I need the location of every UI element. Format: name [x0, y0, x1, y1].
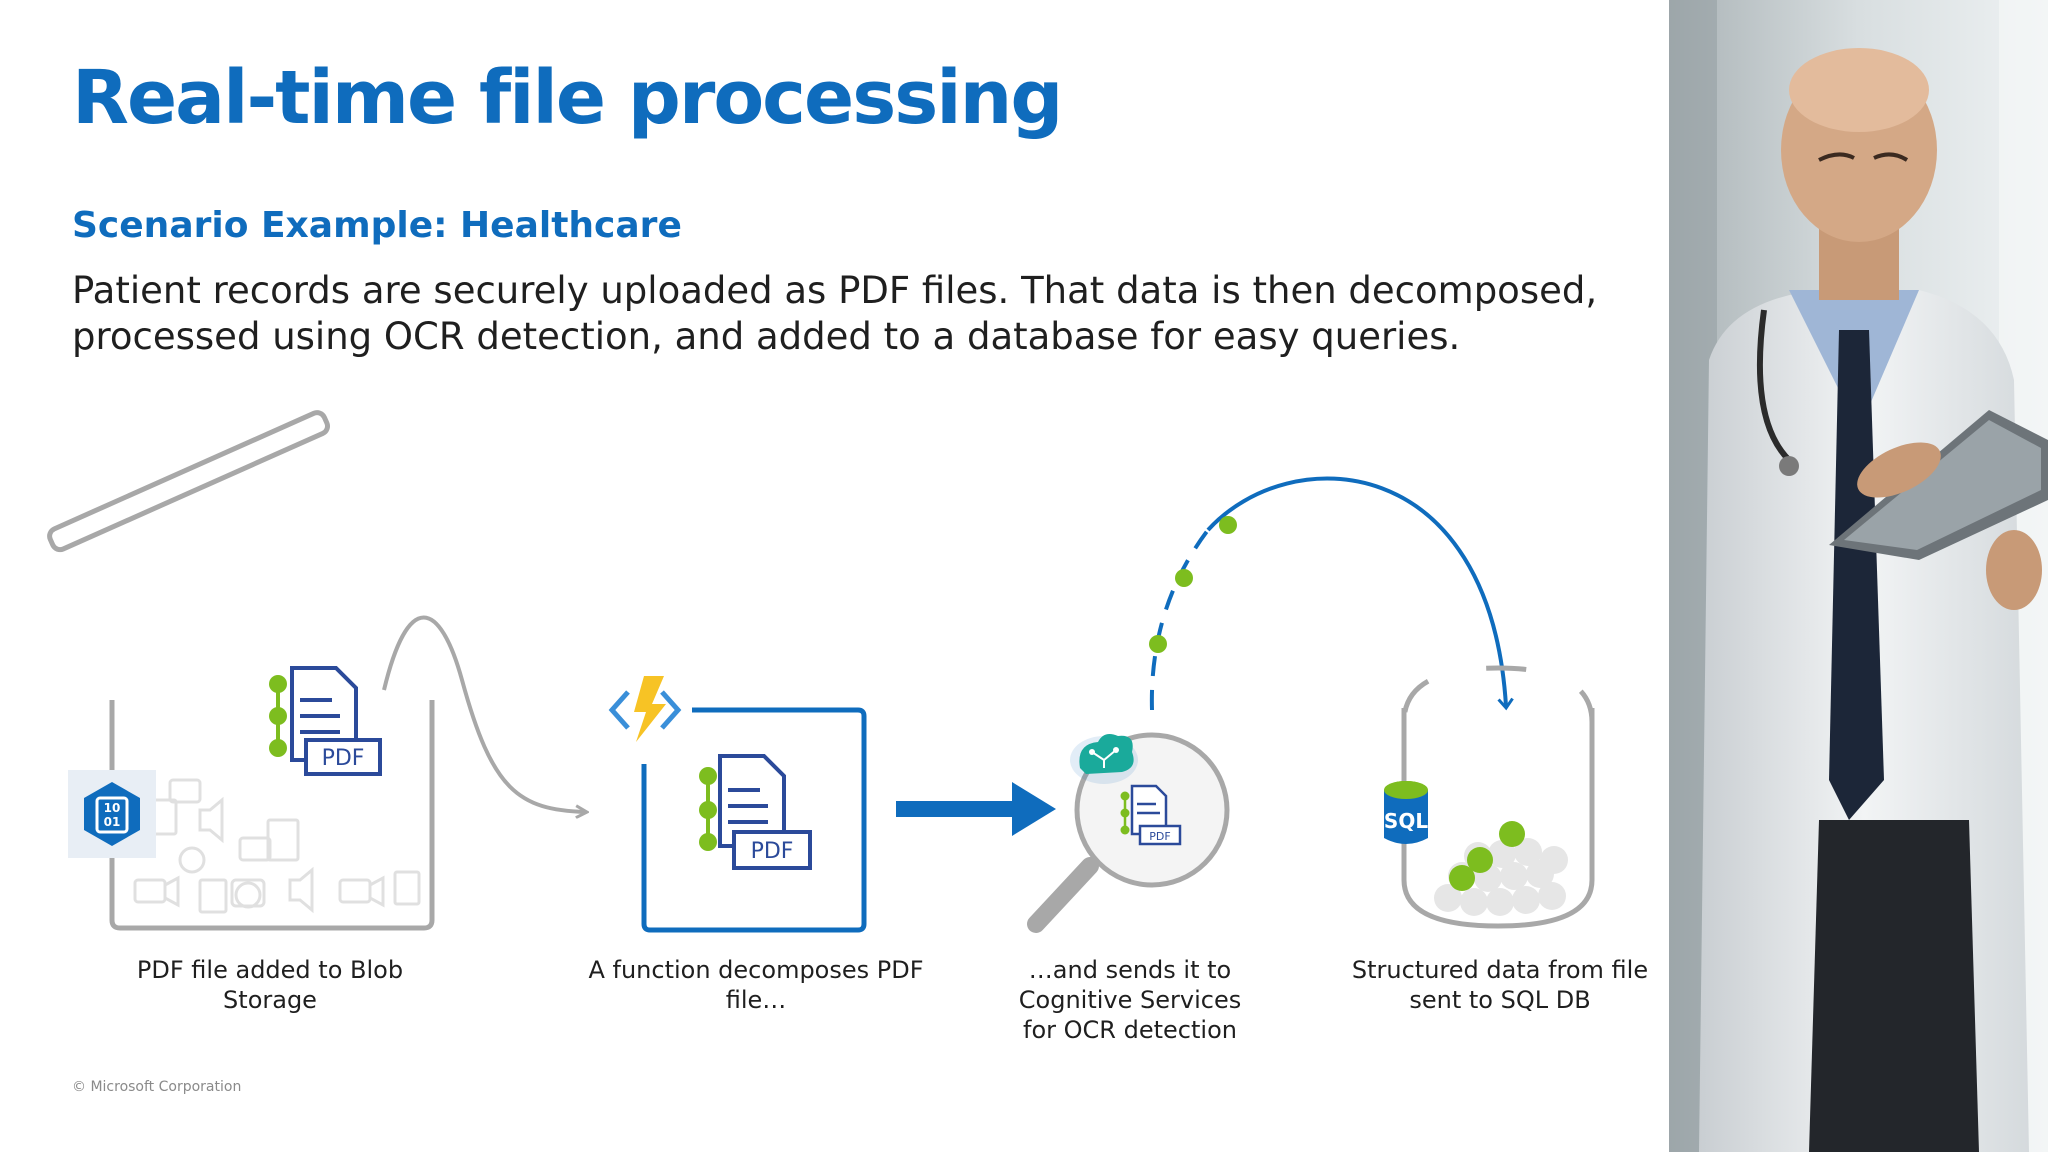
copyright-footer: © Microsoft Corporation [72, 1079, 242, 1095]
bin-lid [47, 410, 331, 553]
blob-storage-bin: PDF 10 01 [47, 410, 435, 931]
scenario-subtitle: Scenario Example: Healthcare [72, 205, 682, 246]
sql-label: SQL [1384, 809, 1428, 833]
slide-title: Real-time file processing [72, 55, 1063, 141]
data-dot [1175, 569, 1193, 587]
media-icons [133, 778, 421, 914]
data-flow-arc-dashed [1149, 528, 1210, 711]
data-dot [1149, 635, 1167, 653]
data-flow-arc [1206, 476, 1514, 711]
transfer-arrow [382, 615, 586, 813]
send-arrow [896, 782, 1056, 836]
data-dot [1219, 516, 1237, 534]
step-caption-sql: Structured data from file sent to SQL DB [1351, 956, 1649, 1014]
cognitive-services-magnifier: PDF [1027, 732, 1230, 933]
function-box: PDF [608, 676, 867, 933]
sql-database-icon: SQL [1384, 781, 1428, 844]
blob-storage-icon: 10 01 [68, 770, 156, 858]
scenario-description: Patient records are securely uploaded as… [72, 269, 1598, 358]
svg-text:10: 10 [104, 801, 121, 815]
cognitive-services-icon [1070, 734, 1138, 784]
pdf-document-icon: PDF [1120, 784, 1182, 846]
pdf-label: PDF [751, 839, 794, 864]
pdf-document-icon: PDF [269, 666, 382, 776]
sql-database-cylinder: SQL [1384, 665, 1595, 929]
step-caption-cognitive: …and sends it to Cognitive Services for … [1018, 956, 1242, 1044]
process-diagram: PDF 10 01 PDF [47, 410, 1595, 933]
step-caption-function: A function decomposes PDF file… [588, 956, 924, 1014]
bin-body [109, 700, 435, 931]
data-balls [1434, 821, 1568, 916]
pdf-label: PDF [322, 746, 365, 771]
step-caption-blob: PDF file added to Blob Storage [136, 956, 404, 1014]
azure-function-icon [608, 676, 682, 742]
doctor-photo [1669, 0, 2048, 1152]
pdf-document-icon: PDF [699, 754, 812, 870]
pdf-label: PDF [1149, 830, 1170, 843]
svg-text:01: 01 [104, 815, 121, 829]
